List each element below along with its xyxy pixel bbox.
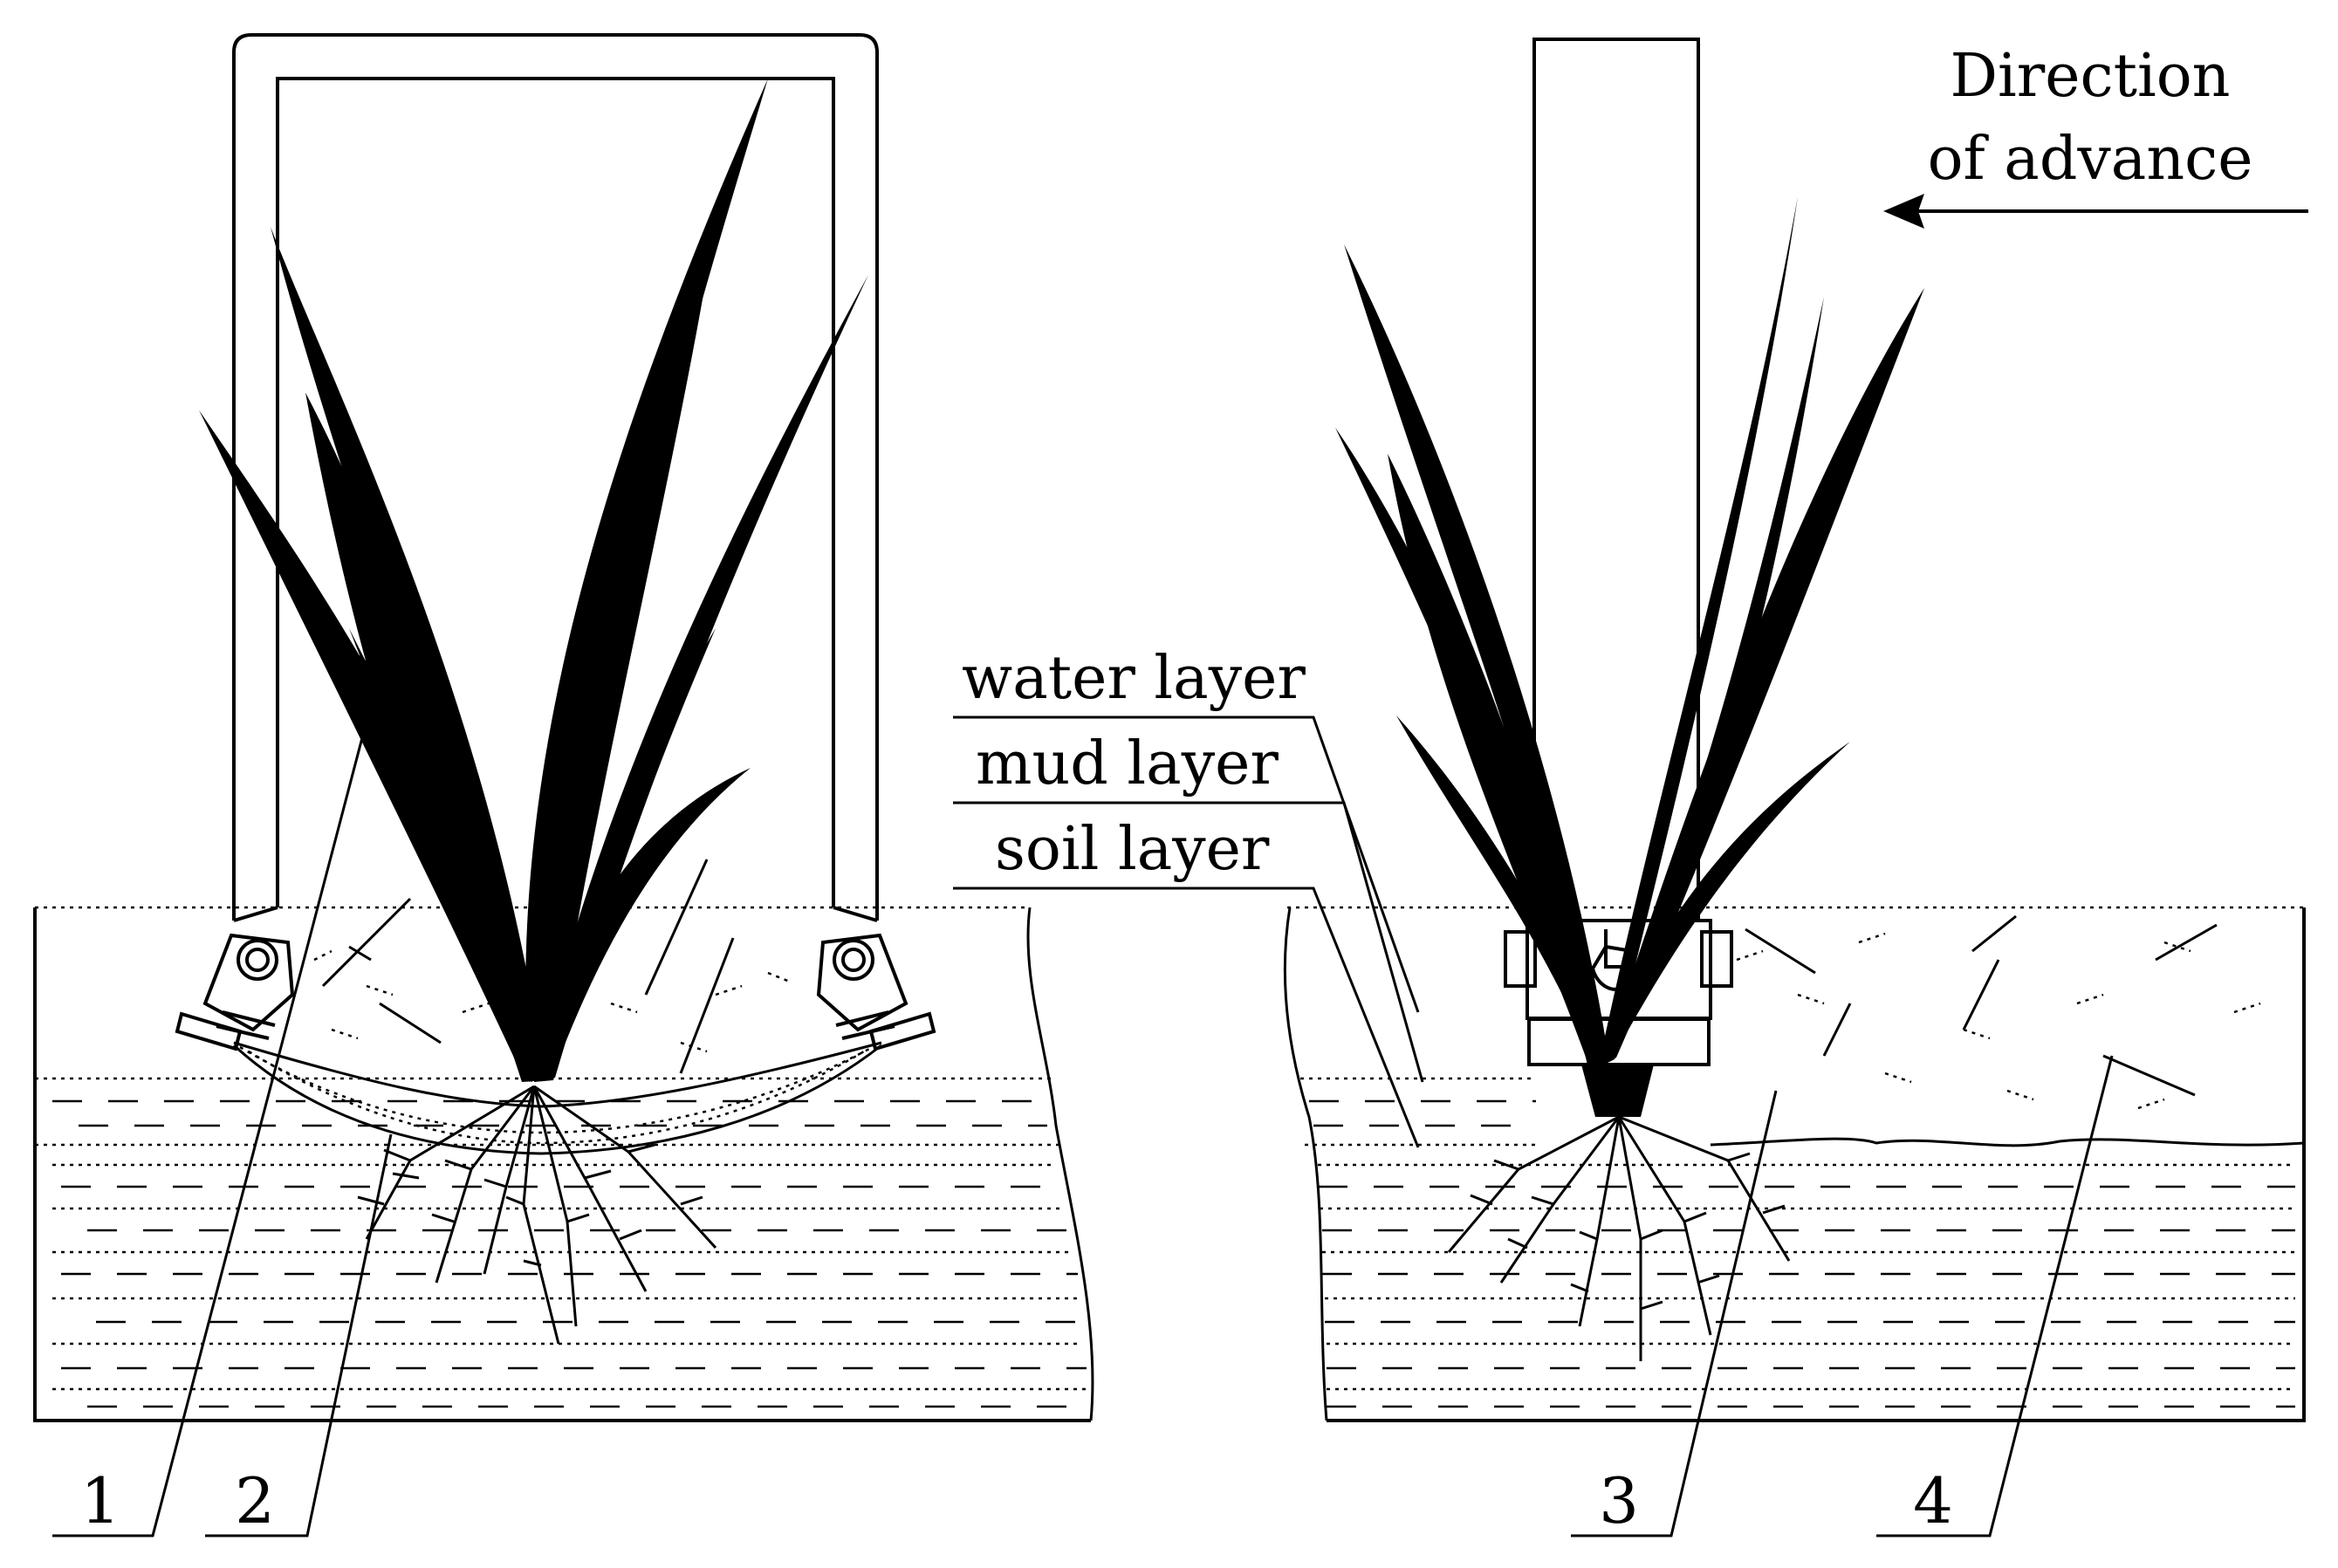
direction-label-line1: Direction [1951,42,2231,111]
soil-layer-label: soil layer [995,815,1270,884]
right-mud-particles [1736,914,2261,1110]
right-water-dashes [1309,1099,2295,1408]
left-soil-dots [52,1163,1087,1391]
water-layer-label: water layer [962,644,1306,713]
right-soil-dots [1318,1163,2295,1391]
leader-lines [52,571,2114,1537]
direction-label-line2: of advance [1928,125,2253,194]
right-rice-seedling [1335,196,1924,1069]
left-water-dashes [52,1099,1087,1408]
left-root-system [357,1085,717,1345]
mud-layer-label: mud layer [976,729,1279,798]
direction-arrow [1883,194,2308,229]
part-number-2: 2 [235,1464,275,1537]
right-root-system [1447,1115,1791,1361]
part-number-1: 1 [80,1464,120,1537]
left-rice-seedling [199,79,868,1082]
right-field-section [1283,906,2306,1422]
u-frame-clamp [175,33,936,1155]
pusher-rod [1504,38,1733,1117]
part-number-3: 3 [1599,1464,1639,1537]
part-number-4: 4 [1913,1464,1953,1537]
left-mud-particles [313,859,791,1074]
